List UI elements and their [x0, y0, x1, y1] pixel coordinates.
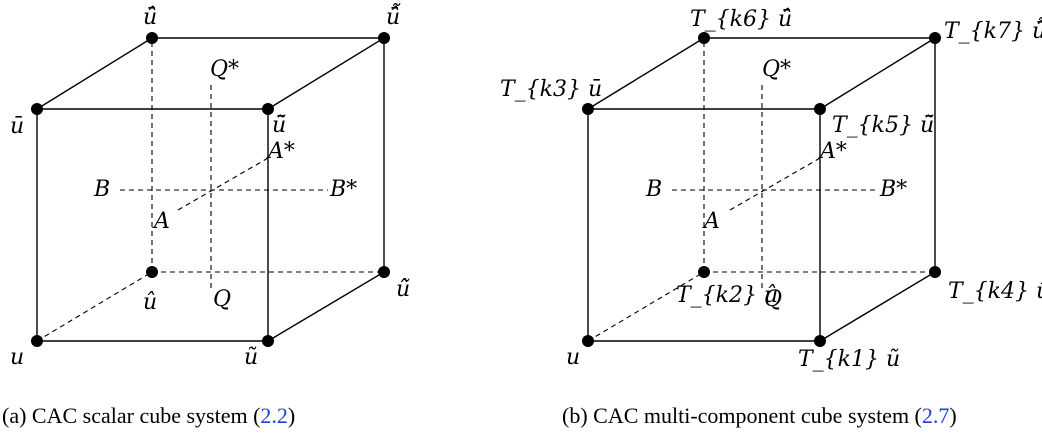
edge-ubartilde-uall — [267, 37, 385, 110]
vertex-u-bar — [31, 103, 43, 115]
edge-ubartilde-uall — [819, 37, 936, 110]
plane-guide-a — [177, 157, 269, 211]
label-a: A — [152, 209, 170, 234]
label-u-hat: û — [143, 290, 157, 315]
edge-ubar-ubarhat — [587, 37, 705, 110]
label-t-k1-u-tilde: T_{k1} ũ — [798, 347, 900, 372]
vertex-u-tilde — [814, 335, 826, 347]
vertex-u-bar-tilde — [814, 103, 826, 115]
label-u-bar-tilde: ū̃ — [272, 113, 286, 138]
caption-b-text: (b) CAC multi-component cube system ( — [562, 403, 922, 428]
label-q-star: Q* — [210, 57, 239, 82]
label-t-k4-u-tilde-hat: T_{k4} û̃ — [948, 279, 1042, 304]
label-a-star: A* — [266, 139, 295, 164]
caption-a-equation-ref[interactable]: 2.2 — [260, 403, 288, 428]
label-b-star: B* — [879, 177, 907, 202]
vertex-u-bar-hat — [698, 32, 710, 44]
caption-a-text: (a) CAC scalar cube system ( — [2, 403, 260, 428]
vertex-u-all — [929, 32, 941, 44]
label-b: B — [93, 177, 110, 202]
label-u: u — [10, 345, 24, 370]
label-u-bar: ū — [10, 114, 24, 139]
cube-diagram-a: u ũ û û̃ ū ū̃ ū̂ ū̂̃ Q* Q B B* A A* — [10, 1, 410, 370]
label-q-star: Q* — [762, 57, 791, 82]
label-t-k6-u-bar-hat: T_{k6} ū̂ — [690, 7, 792, 32]
hidden-edge-u-uhat — [36, 271, 153, 342]
vertex-u-bar-tilde — [262, 103, 274, 115]
caption-b: (b) CAC multi-component cube system (2.7… — [562, 403, 957, 428]
vertex-u-bar — [582, 103, 594, 115]
plane-guide-a — [729, 157, 821, 211]
vertex-u-bar-hat — [146, 32, 158, 44]
cube-diagram-b: u T_{k1} ũ T_{k2} û T_{k4} û̃ T_{k3} ū T… — [500, 7, 1042, 372]
label-t-k3-u-bar: T_{k3} ū — [500, 77, 602, 102]
vertex-u — [31, 335, 43, 347]
label-u-bar-hat: ū̂ — [143, 5, 157, 30]
label-q: Q — [213, 287, 231, 312]
label-a: A — [702, 209, 720, 234]
label-a-star: A* — [818, 139, 847, 164]
label-u-all: ū̂̃ — [386, 1, 401, 30]
caption-b-equation-ref[interactable]: 2.7 — [922, 403, 950, 428]
edge-utilde-utildehat — [267, 271, 385, 342]
label-q: Q — [764, 287, 782, 312]
vertex-u-hat — [698, 266, 710, 278]
vertex-u-all — [378, 32, 390, 44]
hidden-edge-u-uhat — [587, 271, 705, 342]
label-t-k5-u-bar-tilde: T_{k5} ū̃ — [832, 113, 934, 138]
edge-utilde-utildehat — [819, 271, 936, 342]
vertex-u — [582, 335, 594, 347]
label-b: B — [645, 177, 662, 202]
edge-ubar-ubarhat — [36, 37, 153, 110]
caption-a-close: ) — [288, 403, 295, 428]
label-u: u — [566, 345, 580, 370]
caption-b-close: ) — [949, 403, 956, 428]
label-u-tilde-hat: û̃ — [396, 277, 410, 302]
caption-a: (a) CAC scalar cube system (2.2) — [2, 403, 295, 428]
label-u-tilde: ũ — [244, 345, 258, 370]
vertex-u-tilde-hat — [929, 266, 941, 278]
label-t-k2-u-hat: T_{k2} û — [676, 283, 778, 308]
label-t-k7-u-all: T_{k7} ū̂̃ — [944, 15, 1042, 44]
label-b-star: B* — [329, 177, 357, 202]
vertex-u-tilde-hat — [378, 266, 390, 278]
vertex-u-tilde — [262, 335, 274, 347]
vertex-u-hat — [146, 266, 158, 278]
